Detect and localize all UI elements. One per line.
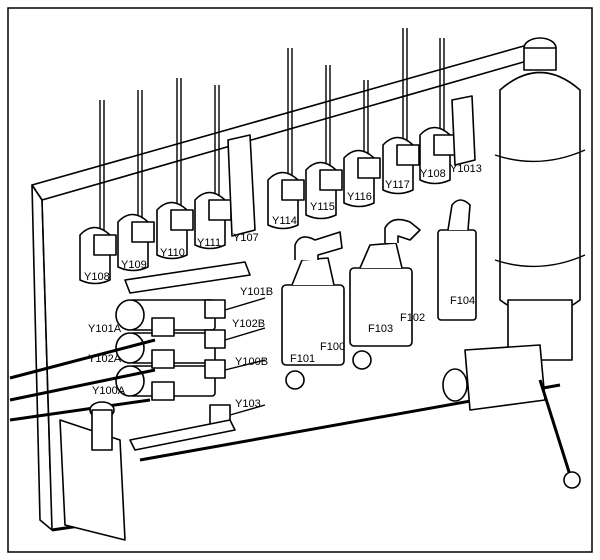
solenoid-valve: [419, 38, 457, 185]
label-f103: F103: [368, 323, 393, 335]
upper-valve-row: [79, 28, 476, 285]
solenoid-valve: [194, 85, 232, 250]
label-y108-right: Y108: [420, 168, 446, 180]
solenoid-valve: [117, 90, 155, 272]
label-y103: Y103: [235, 398, 261, 410]
label-y108: Y108: [84, 271, 110, 283]
label-y101a: Y101A: [88, 323, 122, 335]
label-y100b: Y100B: [235, 356, 268, 368]
valve-y1013-body: [451, 95, 476, 166]
solenoid-valve: [79, 100, 117, 285]
left-bracket: [59, 401, 126, 541]
label-y101b: Y101B: [240, 286, 273, 298]
label-y114: Y114: [272, 215, 297, 227]
lower-valve-block: [9, 261, 266, 451]
valve-labels: Y108 Y109 Y110 Y111 Y107 Y114 Y115 Y116 …: [84, 163, 482, 410]
label-y100a: Y100A: [92, 385, 126, 397]
solenoid-valve: [305, 65, 343, 220]
label-f101: F101: [290, 353, 315, 365]
accumulator-cylinder: [442, 37, 586, 489]
label-y107: Y107: [233, 232, 259, 244]
label-y115: Y115: [310, 201, 335, 213]
label-y116: Y116: [347, 191, 372, 203]
solenoid-valve: [382, 28, 420, 195]
solenoid-valve: [156, 78, 194, 260]
frame-border: [7, 7, 593, 553]
label-y1013: Y1013: [450, 163, 482, 175]
label-y117: Y117: [385, 179, 410, 191]
filter-units: [281, 199, 477, 390]
label-f100: F100: [320, 341, 345, 353]
label-y102b: Y102B: [232, 318, 265, 330]
label-y111: Y111: [197, 237, 221, 249]
solenoid-valve: [343, 80, 381, 208]
solenoid-valve: [267, 48, 305, 230]
label-f104: F104: [450, 295, 475, 307]
label-f102: F102: [400, 312, 425, 324]
label-y102a: Y102A: [88, 353, 122, 365]
valve-y107-body: [227, 134, 256, 237]
label-y109: Y109: [121, 259, 147, 271]
label-y110: Y110: [160, 247, 185, 259]
mounting-plate: [31, 39, 561, 532]
